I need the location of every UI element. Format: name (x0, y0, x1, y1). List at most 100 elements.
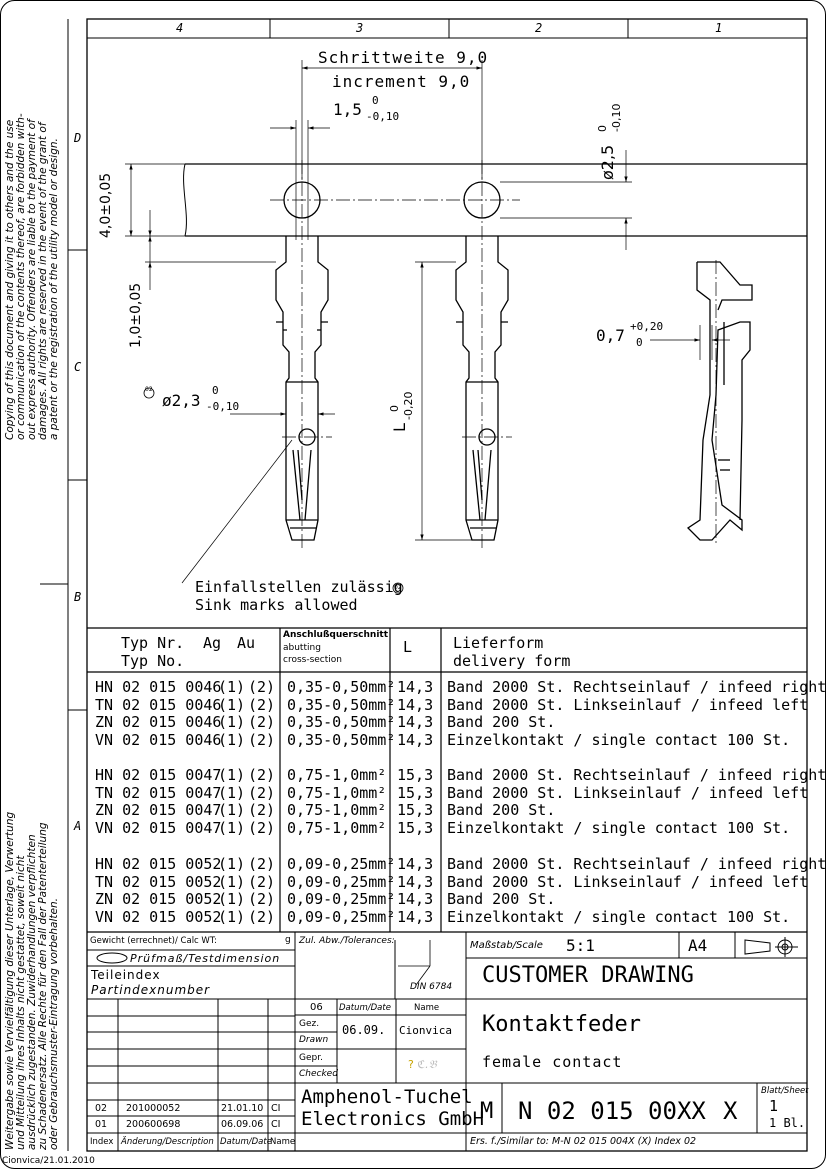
type-number: TN 02 015 0052 (95, 872, 222, 891)
length-value: 14,3 (397, 908, 434, 927)
din-label: DIN 6784 (410, 982, 453, 992)
au-option: (2) (248, 819, 276, 838)
pitch-label-de: Schrittweite 9,0 (318, 48, 489, 67)
contact-side-view (686, 261, 753, 541)
sheet-label: Blatt/Sheet (761, 1086, 809, 1096)
similar-to: Ers. f./Similar to: M-N 02 015 004X (X) … (470, 1136, 697, 1147)
checked-label-en: Checked (299, 1069, 338, 1079)
length-value: 14,3 (397, 695, 434, 714)
length-value: 15,3 (397, 766, 434, 784)
type-number: HN 02 015 0052 (95, 855, 222, 873)
au-option: (2) (248, 713, 276, 732)
length-value: 14,3 (397, 678, 434, 696)
test-dimension-label: Prüfmaß/Testdimension (130, 952, 281, 965)
ag-option: (1) (218, 890, 246, 909)
ag-option: (1) (218, 713, 246, 732)
cross-section: 0,35-0,50mm² (287, 678, 396, 696)
parts-table-grid (87, 627, 807, 933)
length-value: 15,3 (397, 783, 434, 802)
delivery-form: Band 2000 St. Rechtseinlauf / infeed rig… (447, 678, 826, 696)
checked-label-de: Gepr. (299, 1053, 323, 1063)
delivery-form: Band 200 St. (447, 801, 556, 820)
type-number: HN 02 015 0046 (95, 678, 222, 696)
delivery-form: Band 2000 St. Linkseinlauf / infeed left (447, 783, 809, 802)
drawing-frame (86, 18, 808, 1152)
revision-name: CI (271, 1119, 281, 1130)
sink-note-en: Sink marks allowed (195, 596, 358, 614)
cross-section: 0,35-0,50mm² (287, 695, 396, 714)
delivery-form: Band 200 St. (447, 890, 556, 909)
cross-section: 0,35-0,50mm² (287, 731, 396, 750)
name-col-label: Name (414, 1003, 440, 1013)
cross-section: 0,09-0,25mm² (287, 855, 396, 873)
company-name-2: Electronics GmbH (301, 1108, 485, 1130)
au-option: (2) (248, 801, 276, 820)
length-value: 15,3 (397, 801, 434, 820)
delivery-form: Band 2000 St. Rechtseinlauf / infeed rig… (447, 766, 826, 784)
revision-index: 02 (95, 1103, 108, 1114)
au-option: (2) (248, 783, 276, 802)
partindex-de: Teileindex (91, 968, 161, 982)
calc-weight-unit: g (285, 935, 291, 945)
zone-label-3: 3 (356, 21, 364, 35)
sink-note-de: Einfallstellen zulässig (195, 578, 403, 596)
delivery-form: Band 2000 St. Linkseinlauf / infeed left (447, 872, 809, 891)
length-value: 14,3 (397, 872, 434, 891)
cross-section: 0,75-1,0mm² (287, 801, 387, 820)
sheet-number: 1 (769, 1097, 779, 1115)
cross-section: 0,09-0,25mm² (287, 908, 396, 927)
revision-index: 01 (95, 1119, 108, 1130)
cross-section: 0,09-0,25mm² (287, 872, 396, 891)
length-value: 14,3 (397, 713, 434, 732)
au-option: (2) (248, 908, 276, 927)
zone-label-4: 4 (176, 21, 184, 35)
marker-02-note: 02 (394, 584, 402, 591)
customer-drawing-label: CUSTOMER DRAWING (482, 963, 694, 988)
zone-label-A: A (74, 819, 82, 833)
type-number: HN 02 015 0047 (95, 766, 222, 784)
pitch-label-en: increment 9,0 (332, 72, 471, 91)
sheet-format: A4 (688, 936, 708, 955)
checked-signature: ? ℭ.𝔅 (408, 1058, 437, 1071)
test-dimension-symbol (96, 952, 128, 964)
partindex-en: Partindexnumber (91, 983, 211, 997)
type-number: VN 02 015 0046 (95, 731, 222, 750)
length-value: 15,3 (397, 819, 434, 838)
dim-L: L (390, 423, 409, 432)
marker-02: 02 (145, 386, 153, 393)
sheet-count: 1 Bl. (769, 1116, 806, 1130)
au-option: (2) (248, 695, 276, 714)
au-option: (2) (248, 872, 276, 891)
revision-date: 06.09.06 (221, 1119, 264, 1130)
au-option: (2) (248, 855, 276, 873)
drawn-label-de: Gez. (299, 1019, 320, 1029)
zone-label-B: B (74, 590, 82, 604)
rev-header-name: Name (270, 1137, 296, 1147)
dim-4-0: 4,0±0,05 (98, 172, 114, 238)
cross-section: 0,75-1,0mm² (287, 819, 387, 838)
delivery-form: Band 2000 St. Rechtseinlauf / infeed rig… (447, 855, 826, 873)
projection-symbol (744, 937, 798, 957)
revision-date: 21.01.10 (221, 1103, 264, 1114)
zone-label-2: 2 (535, 21, 543, 35)
drawing-subtitle: female contact (482, 1053, 623, 1071)
type-number: VN 02 015 0052 (95, 908, 222, 927)
cross-section: 0,75-1,0mm² (287, 766, 387, 784)
ag-option: (1) (218, 855, 246, 873)
delivery-form: Einzelkontakt / single contact 100 St. (447, 819, 791, 838)
cross-section: 0,75-1,0mm² (287, 783, 387, 802)
cross-section: 0,35-0,50mm² (287, 713, 396, 732)
doc-prefix: M (480, 1099, 494, 1124)
ag-option: (1) (218, 695, 246, 714)
ag-option: (1) (218, 678, 246, 696)
zone-label-D: D (74, 131, 82, 145)
calc-weight-label: Gewicht (errechnet)/ Calc WT: (90, 936, 217, 946)
rev-header-date: Datum/Date (220, 1137, 272, 1147)
document-number: N 02 015 00XX (518, 1097, 706, 1125)
au-option: (2) (248, 731, 276, 750)
rev-header-index: Index (90, 1137, 114, 1147)
delivery-form: Band 200 St. (447, 713, 556, 732)
ag-option: (1) (218, 801, 246, 820)
ag-option: (1) (218, 819, 246, 838)
